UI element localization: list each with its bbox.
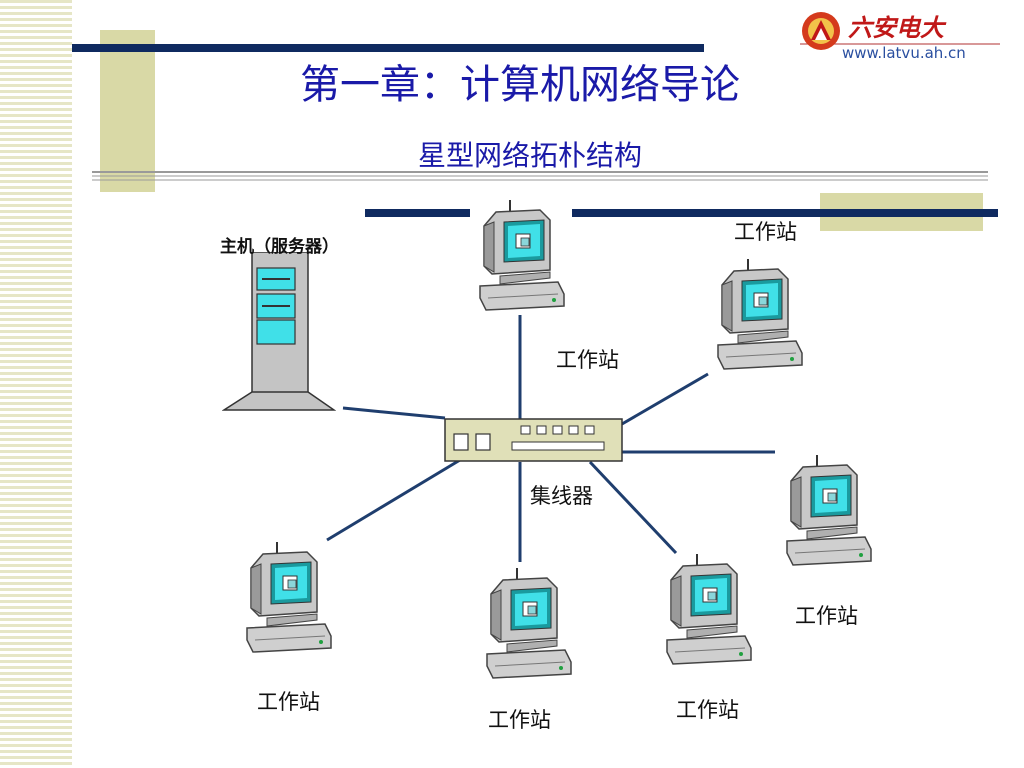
workstation-upper-right-label: 工作站 xyxy=(734,220,797,244)
workstation-bottom-right-label: 工作站 xyxy=(676,698,739,722)
workstation-lower-left xyxy=(246,541,332,653)
page-subtitle: 星型网络拓朴结构 xyxy=(417,139,642,172)
workstation-bottom-label: 工作站 xyxy=(488,708,551,732)
workstation-right xyxy=(786,454,872,566)
workstation-lower-left-label: 工作站 xyxy=(257,690,320,714)
workstation-top xyxy=(479,199,565,311)
workstation-upper-right xyxy=(717,258,803,370)
server-label: 主机（服务器） xyxy=(220,237,339,257)
link-lower-left-workstation xyxy=(326,458,461,542)
link-bottom-right-workstation xyxy=(588,460,678,555)
server-icon xyxy=(222,252,336,411)
hub-icon xyxy=(444,418,623,462)
workstation-bottom-right xyxy=(666,553,752,665)
logo-url: www.latvu.ah.cn xyxy=(842,44,966,62)
workstation-bottom xyxy=(486,567,572,679)
accent-bar-right xyxy=(572,209,998,217)
tan-block-left xyxy=(100,30,155,192)
page-title: 第一章：计算机网络导论 xyxy=(300,62,740,108)
striped-margin xyxy=(0,0,72,768)
hub-label: 集线器 xyxy=(530,484,593,508)
workstation-top-label: 工作站 xyxy=(556,348,619,372)
link-server xyxy=(342,406,446,420)
logo-name: 六安电大 xyxy=(848,13,944,42)
workstation-right-label: 工作站 xyxy=(795,604,858,628)
college-emblem-icon xyxy=(802,12,840,50)
top-accent-bar xyxy=(72,44,704,52)
accent-bar-left xyxy=(365,209,470,217)
link-upper-right-workstation xyxy=(621,372,709,426)
